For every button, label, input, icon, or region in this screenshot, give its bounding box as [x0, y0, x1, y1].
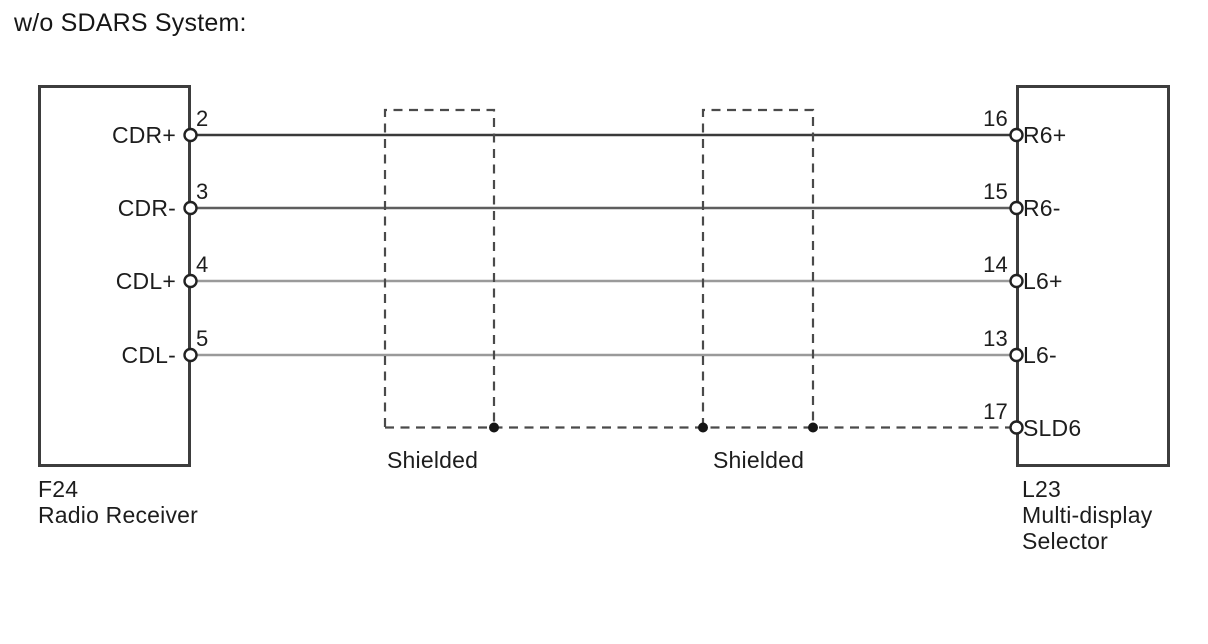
- pin-signal-label: R6-: [1023, 195, 1061, 221]
- pin-terminal-13: [1009, 347, 1024, 363]
- pin-number: 2: [196, 106, 209, 131]
- pin-number: 17: [983, 399, 1008, 424]
- shield-junction-dot: [489, 422, 499, 433]
- pin-terminal-16: [1009, 127, 1024, 143]
- multi-display-selector-box: [1016, 85, 1170, 467]
- pin-number: 14: [983, 252, 1008, 277]
- shielded-label-1: Shielded: [387, 447, 479, 473]
- shield-junction-dot: [698, 422, 708, 433]
- diagram-title: w/o SDARS System:: [14, 9, 247, 37]
- pin-number: 3: [196, 179, 209, 204]
- radio-receiver-box: [38, 85, 191, 467]
- left-connector-name: Radio Receiver: [38, 502, 199, 528]
- pin-terminal-15: [1009, 200, 1024, 216]
- pin-signal-label: CDR+: [111, 122, 176, 148]
- pin-signal-label: L6+: [1023, 268, 1063, 294]
- shield-boundary-2: [701, 108, 815, 427]
- right-connector-name-line2: Selector: [1022, 528, 1108, 554]
- pin-number: 13: [983, 326, 1008, 351]
- pin-signal-label: CDR-: [117, 195, 176, 221]
- pin-terminal-17: [1009, 420, 1024, 435]
- shield-boundary-1: [383, 108, 496, 427]
- pin-terminal-2: [183, 127, 198, 143]
- pin-number: 16: [983, 106, 1008, 131]
- pin-signal-label: SLD6: [1023, 415, 1082, 441]
- pin-number: 15: [983, 179, 1008, 204]
- right-connector-name-line1: Multi-display: [1022, 502, 1153, 528]
- pin-terminal-4: [183, 273, 198, 289]
- shield-junction-dot: [808, 422, 818, 433]
- right-connector-code: L23: [1022, 476, 1061, 502]
- left-connector-code: F24: [38, 476, 79, 502]
- pin-number: 5: [196, 326, 209, 351]
- shielded-label-2: Shielded: [713, 447, 805, 473]
- pin-terminal-3: [183, 200, 198, 216]
- pin-number: 4: [196, 252, 209, 277]
- pin-terminal-5: [183, 347, 198, 363]
- pin-terminal-14: [1009, 273, 1024, 289]
- pin-signal-label: CDL-: [121, 342, 176, 368]
- pin-signal-label: R6+: [1023, 122, 1067, 148]
- pin-signal-label: L6-: [1023, 342, 1057, 368]
- pin-signal-label: CDL+: [115, 268, 176, 294]
